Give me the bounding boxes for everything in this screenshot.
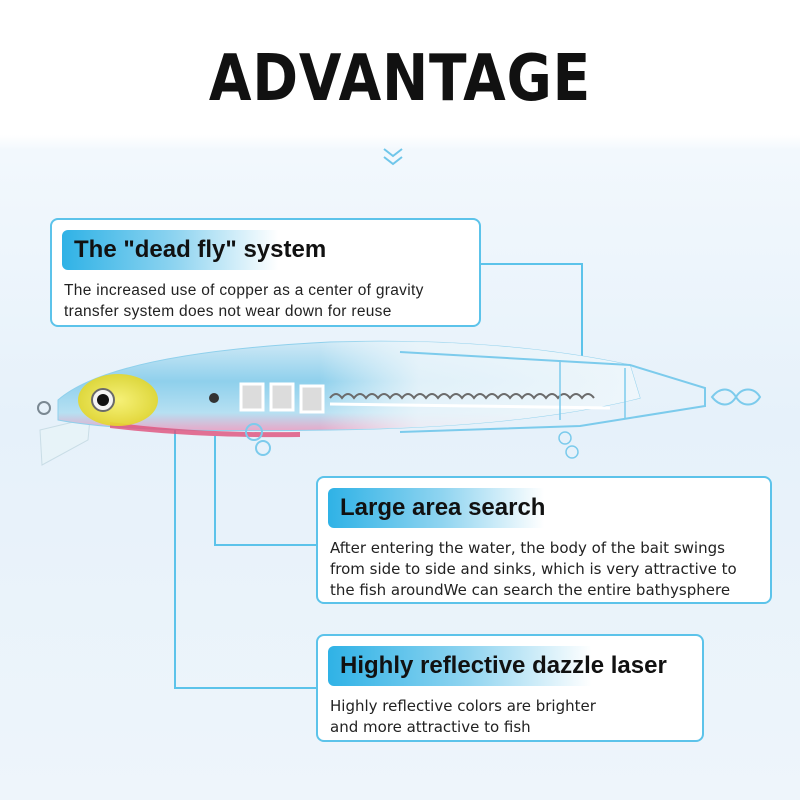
feature-card-reflective-laser: Highly reflective dazzle laser Highly re…	[316, 634, 704, 742]
feature-description: Highly reflective colors are brighter an…	[330, 697, 596, 736]
feature-card-dead-fly: The "dead fly" system The increased use …	[50, 218, 481, 327]
page-title: ADVANTAGE	[208, 42, 592, 116]
feature-heading: Highly reflective dazzle laser	[328, 646, 694, 686]
split-ring-icon	[710, 388, 762, 406]
feature-heading: The "dead fly" system	[62, 230, 362, 270]
feature-description: After entering the water, the body of th…	[330, 539, 737, 599]
double-chevron-down-icon	[383, 148, 403, 166]
feature-description: The increased use of copper as a center …	[64, 282, 424, 320]
feature-card-large-area-search: Large area search After entering the wat…	[316, 476, 772, 604]
feature-heading: Large area search	[328, 488, 628, 528]
